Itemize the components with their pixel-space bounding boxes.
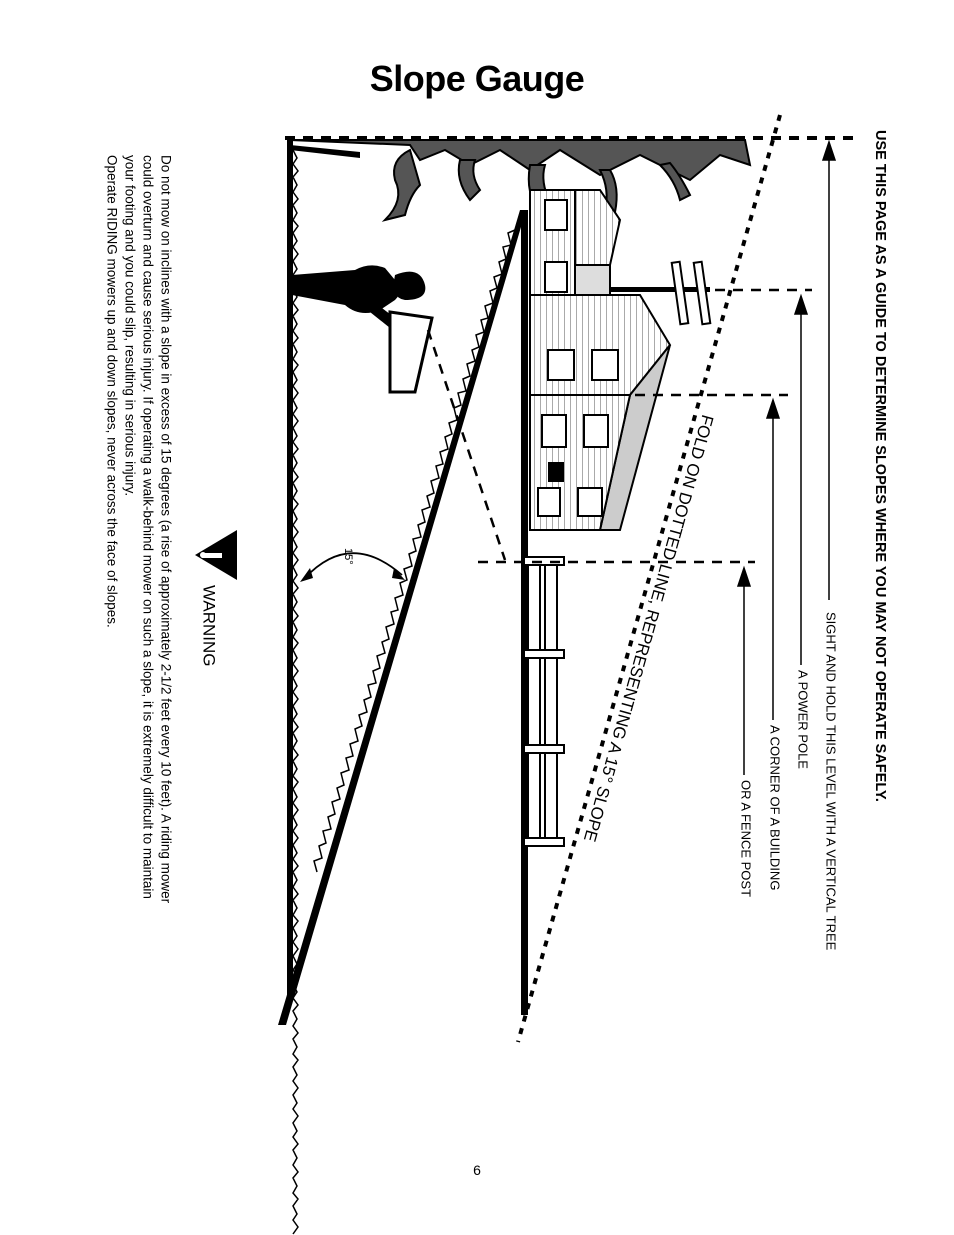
vertical-ground-line [287,140,293,1000]
angle-arrow-left [300,568,313,582]
level-arrows [736,139,837,775]
page-number: 6 [473,1162,481,1178]
slope-grass-fringe [313,229,516,873]
gauge-header: USE THIS PAGE AS A GUIDE TO DETERMINE SL… [872,130,888,802]
tree-illustration [289,139,752,222]
angle-arrow-right [392,568,405,580]
angle-label: 15° [342,548,354,565]
warning-line-2: could overturn and cause serious injury.… [140,155,155,899]
warning-line-4: Operate RIDING mowers up and down slopes… [104,155,119,628]
person-illustration [292,265,434,394]
angle-arc [304,552,403,579]
label-building: A CORNER OF A BUILDING [768,725,783,890]
horizon-ground-line [521,210,528,1015]
warning-line-3: your footing and you could slip, resulti… [122,155,137,496]
label-power-pole: A POWER POLE [796,670,811,769]
warning-line-1: Do not mow on inclines with a slope in e… [158,155,173,904]
slope-ground-line [278,210,526,1025]
label-fence: OR A FENCE POST [739,780,754,897]
label-tree: SIGHT AND HOLD THIS LEVEL WITH A VERTICA… [824,612,839,951]
house-illustration [529,189,672,531]
page-title: Slope Gauge [369,58,585,99]
warning-triangle-icon [195,530,237,580]
fence-illustration [523,556,565,847]
sight-dashed-line [426,329,507,561]
vertical-grass-fringe [292,149,299,1235]
power-pole-illustration [530,260,712,326]
warning-heading: WARNING [200,585,219,667]
fold-dotted-line [516,114,782,1043]
ground-lines [278,140,528,1235]
